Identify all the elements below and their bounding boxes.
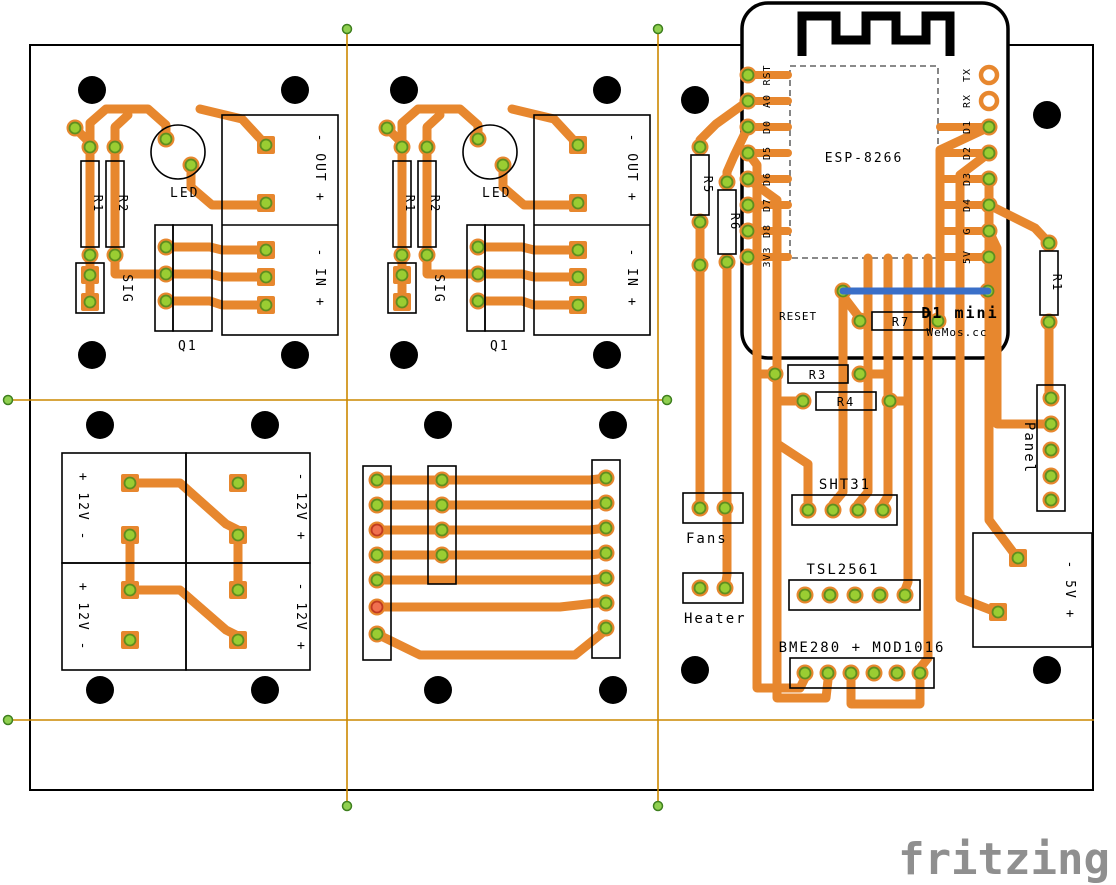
sht31-header-outline[interactable] — [791, 494, 898, 526]
resistor-r4-outline[interactable] — [815, 391, 877, 411]
reset-label: RESET — [779, 310, 817, 323]
grid-dot — [341, 800, 353, 812]
pin-label-d4: D4 — [962, 198, 973, 212]
pin-label-d6: D6 — [762, 172, 773, 186]
mcu-and-sensors-section[interactable]: ESP-8266 D1 mini WeMos.cc RESET RST A0 D… — [681, 1, 1093, 709]
relay2-led-label: LED — [482, 186, 511, 201]
d1-mini-label: D1 mini — [921, 304, 998, 322]
r4-label: R4 — [837, 395, 855, 409]
relay2-r2-label: R2 — [428, 195, 442, 213]
relay1-out-label: - OUT + — [312, 134, 327, 203]
fans-label: Fans — [686, 531, 728, 547]
panel-label: Panel — [1021, 422, 1037, 474]
power-br-label: - 12V + — [293, 583, 308, 652]
grid-dot — [2, 394, 14, 406]
relay2-r1-label: R1 — [403, 195, 417, 213]
pin-label-rst: RST — [762, 64, 773, 85]
fritzing-watermark: fritzing — [898, 834, 1110, 885]
resistor-r5-outline[interactable] — [690, 154, 710, 216]
pin-label-3v3: 3V3 — [762, 246, 773, 267]
pin-label-d2: D2 — [962, 146, 973, 160]
power-bl-label: + 12V - — [75, 583, 90, 652]
grid-crosshairs — [2, 23, 1094, 812]
grid-dot — [652, 800, 664, 812]
relay2-sig-label: SIG — [431, 274, 446, 303]
sht31-label: SHT31 — [819, 477, 871, 493]
r7-label: R7 — [892, 315, 910, 329]
relay2-q1-label: Q1 — [490, 339, 510, 354]
left-pin-labels: RST A0 D0 D5 D6 D7 D8 3V3 — [762, 64, 773, 267]
power-tl-label: + 12V - — [75, 473, 90, 542]
grid-dot — [652, 23, 664, 35]
relay2-in-label: - IN + — [624, 249, 639, 308]
pin-label-a0: A0 — [762, 94, 773, 108]
pin-label-rx: RX — [962, 94, 973, 108]
pin-label-d3: D3 — [962, 172, 973, 186]
esp8266-label: ESP-8266 — [825, 151, 904, 166]
resistor-r3-outline[interactable] — [787, 364, 849, 384]
grid-dot — [341, 23, 353, 35]
relay1-led-label: LED — [170, 186, 199, 201]
wemos-label: WeMos.cc — [927, 326, 988, 339]
right-pin-labels: TX RX D1 D2 D3 D4 G 5V — [962, 68, 973, 264]
fans-header-outline[interactable] — [682, 492, 744, 524]
pin-label-d7: D7 — [762, 198, 773, 212]
bme280-header-outline[interactable] — [789, 657, 935, 689]
pcb-antenna — [797, 11, 955, 56]
grid-dot — [2, 714, 14, 726]
relay1-sig-label: SIG — [119, 274, 134, 303]
r1-right-label: R1 — [1050, 274, 1064, 292]
pin-label-d5: D5 — [762, 146, 773, 160]
relay-module-1[interactable]: R1 R2 LED SIG Q1 - OUT + - IN + — [67, 76, 339, 369]
pin-label-tx: TX — [962, 68, 973, 82]
r6-label: R6 — [728, 213, 742, 231]
tsl2561-header-outline[interactable] — [788, 579, 921, 611]
pin-label-d1: D1 — [962, 120, 973, 134]
resistor-r1-right-outline[interactable] — [1039, 250, 1059, 316]
relay1-r2-label: R2 — [116, 195, 130, 213]
r3-label: R3 — [809, 368, 827, 382]
resistor-r7-outline[interactable] — [871, 311, 931, 331]
psu-5v-label: - 5V + — [1062, 561, 1077, 620]
heater-header-outline[interactable] — [682, 572, 744, 604]
relay1-in-label: - IN + — [312, 249, 327, 308]
relay1-r1-label: R1 — [91, 195, 105, 213]
psu-5v-terminal-outline[interactable] — [972, 532, 1093, 648]
r5-label: R5 — [701, 176, 715, 194]
pin-label-d0: D0 — [762, 120, 773, 134]
bme280-label: BME280 + MOD1016 — [779, 640, 946, 656]
resistor-r6-outline[interactable] — [717, 189, 737, 255]
tsl2561-label: TSL2561 — [806, 562, 879, 578]
pin-label-5v: 5V — [962, 250, 973, 264]
panel-header-outline[interactable] — [1036, 384, 1066, 512]
relay-module-2[interactable]: R1 R2 LED SIG Q1 - OUT + - IN + — [379, 76, 651, 369]
relay2-out-label: - OUT + — [624, 134, 639, 203]
pin-label-d8: D8 — [762, 224, 773, 238]
heater-label: Heater — [684, 611, 747, 627]
power-tr-label: - 12V + — [293, 473, 308, 542]
relay1-q1-label: Q1 — [178, 339, 198, 354]
pin-label-g: G — [962, 227, 973, 234]
power-12v-terminals[interactable]: + 12V - + 12V - - 12V + - 12V + — [61, 411, 311, 704]
jumper-header-block[interactable] — [362, 411, 627, 704]
grid-dot — [661, 394, 673, 406]
